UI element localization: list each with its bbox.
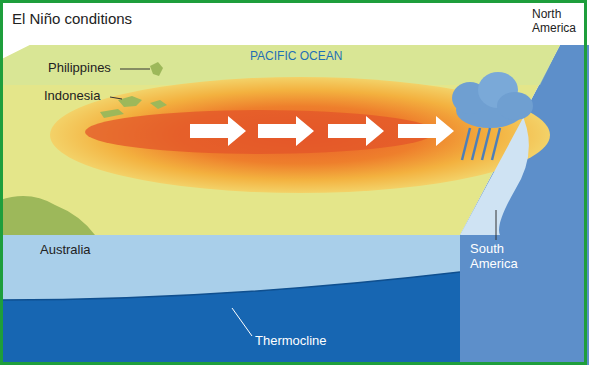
place-label: Philippines xyxy=(48,61,111,76)
place-label: Australia xyxy=(40,243,91,258)
ocean-surface xyxy=(0,45,560,235)
thermocline-line xyxy=(0,272,460,300)
place-label: North America xyxy=(532,8,584,36)
philippines-islands xyxy=(150,62,163,76)
indonesia-islands xyxy=(100,96,167,118)
layer-label: Thermocline xyxy=(255,334,327,349)
ocean-name: PACIFIC OCEAN xyxy=(250,50,342,64)
ocean-front-face xyxy=(0,235,460,365)
leader-lines xyxy=(110,69,496,336)
cold-deep-water xyxy=(0,272,460,365)
place-label: South America xyxy=(470,242,532,272)
rain-cloud xyxy=(452,72,533,160)
place-label: Indonesia xyxy=(44,89,100,104)
diagram-title: El Niño conditions xyxy=(12,10,132,27)
warm-water-pool xyxy=(50,77,550,193)
australia-land xyxy=(0,196,95,235)
warm-core xyxy=(85,110,435,154)
wind-arrows xyxy=(190,116,454,146)
